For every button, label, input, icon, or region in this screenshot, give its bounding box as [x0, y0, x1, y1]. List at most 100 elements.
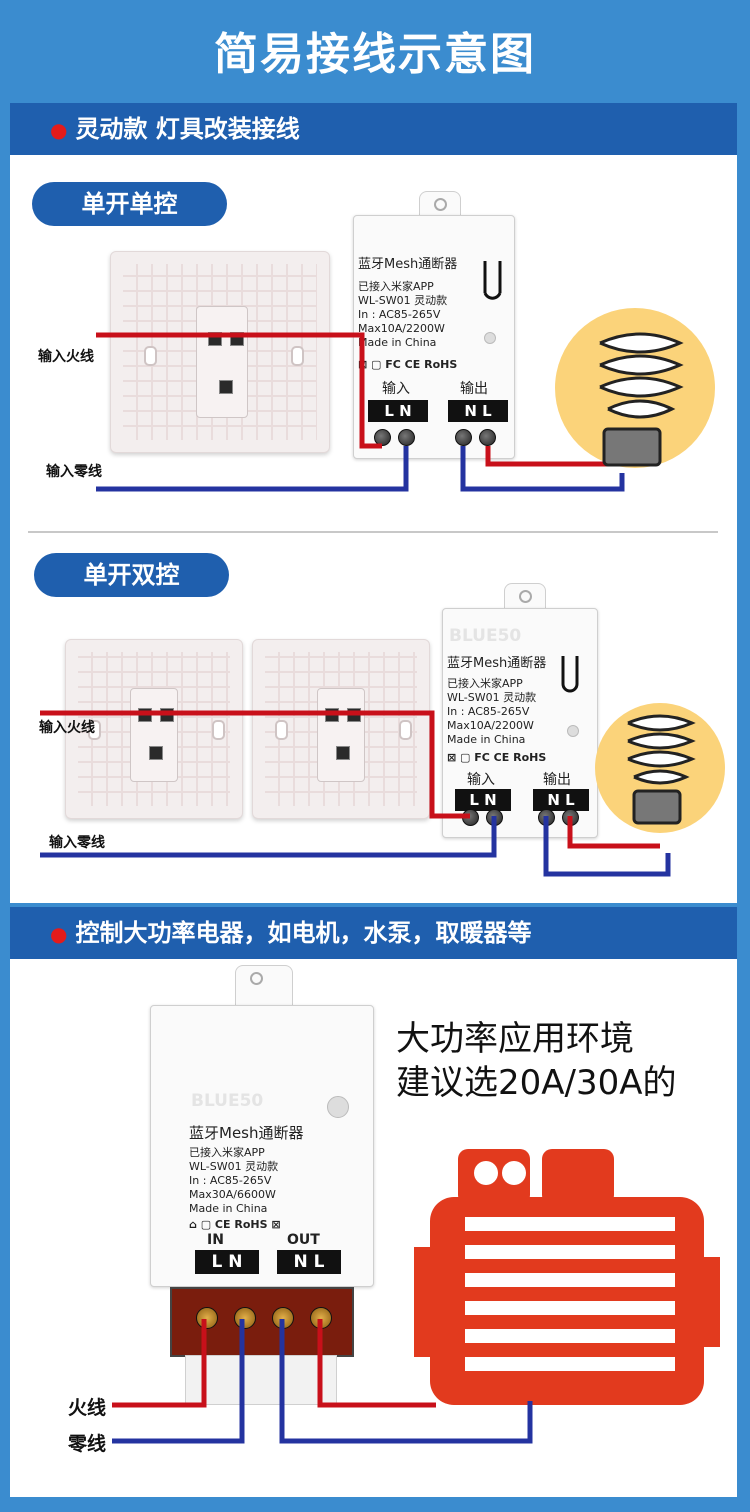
switch-terminal: [336, 746, 350, 760]
output-label: 输出: [543, 772, 571, 788]
mount-hole: [291, 346, 304, 366]
neutral-wire-out: [460, 446, 625, 492]
recommendation-line2: 建议选20A/30A的: [396, 1063, 677, 1103]
module-spec: 已接入米家APP: [447, 677, 523, 690]
recommendation-line1: 大功率应用环境: [396, 1019, 634, 1059]
module-certs: ⊠ ▢ FC CE RoHS: [447, 751, 547, 764]
section-bar-high-power: ● 控制大功率电器，如电机，水泵，取暖器等: [10, 907, 737, 959]
module-spec: WL-SW01 灵动款: [358, 294, 448, 307]
switch-terminal: [219, 380, 233, 394]
live-wire-out: [317, 1319, 436, 1408]
neutral-wire: [40, 816, 497, 858]
module-spec: In : AC85-265V: [189, 1174, 272, 1187]
pill-single-control: 单开单控: [32, 182, 227, 226]
bullet-icon: ●: [50, 922, 68, 946]
fire-wire-label: 输入火线: [39, 720, 95, 736]
neutral-wire: [112, 1319, 245, 1444]
module-spec: 已接入米家APP: [358, 280, 434, 293]
module-small-single: 蓝牙Mesh通断器 已接入米家APP WL-SW01 灵动款 In : AC85…: [353, 215, 515, 459]
terminal-screw: [374, 429, 391, 446]
module-small-double: BLUE50 蓝牙Mesh通断器 已接入米家APP WL-SW01 灵动款 In…: [442, 608, 598, 838]
module-name: 蓝牙Mesh通断器: [189, 1124, 304, 1142]
live-wire: [96, 332, 382, 449]
module-spec: WL-SW01 灵动款: [447, 691, 537, 704]
live-wire: [112, 1319, 207, 1408]
neutral-wire-label: 零线: [68, 1433, 107, 1455]
wiring-high-power: [112, 1149, 720, 1444]
bulb-icon: [599, 332, 684, 467]
mount-hole: [399, 720, 412, 740]
switch-rocker: [317, 688, 365, 782]
status-led: [327, 1096, 349, 1118]
bulb-icon: [627, 714, 696, 825]
output-terminal-label: N L: [277, 1250, 341, 1274]
module-certs: ⌂ ▢ CE RoHS ⊠: [189, 1218, 281, 1231]
mount-hole: [144, 346, 157, 366]
module-spec: In : AC85-265V: [358, 308, 441, 321]
module-spec: WL-SW01 灵动款: [189, 1160, 279, 1173]
module-certs: ⊠ ▢ FC CE RoHS: [358, 358, 458, 371]
module-mount-tab: [504, 583, 546, 610]
live-wire: [40, 710, 470, 819]
live-wire-out: [567, 816, 660, 849]
neutral-wire: [96, 446, 409, 492]
neutral-wire-out: [543, 816, 671, 877]
power-symbol-icon: [483, 261, 502, 300]
module-spec: Made in China: [358, 336, 437, 349]
input-terminal-label: L N: [368, 400, 428, 422]
output-label: 输出: [460, 381, 488, 397]
mount-hole: [212, 720, 225, 740]
module-name: 蓝牙Mesh通断器: [447, 656, 547, 671]
mount-hole: [88, 720, 101, 740]
status-led: [567, 725, 579, 737]
module-mount-tab: [235, 965, 293, 1006]
input-label: IN: [207, 1232, 224, 1248]
module-spec: 已接入米家APP: [189, 1146, 265, 1159]
high-power-panel: ● 控制大功率电器，如电机，水泵，取暖器等 BLUE50 蓝牙Mesh通断器 已接…: [10, 907, 737, 1497]
mount-hole: [275, 720, 288, 740]
module-spec: Max10A/2200W: [358, 322, 445, 335]
page-title: 简易接线示意图: [214, 29, 536, 80]
output-label: OUT: [287, 1232, 320, 1248]
input-label: 输入: [467, 772, 495, 788]
input-terminal-label: L N: [195, 1250, 259, 1274]
terminal-screw: [455, 429, 472, 446]
module-spec: Made in China: [189, 1202, 268, 1215]
module-base: [185, 1355, 337, 1405]
fire-wire-label: 火线: [68, 1397, 107, 1419]
neutral-wire-label: 输入零线: [46, 464, 102, 480]
wiring-lighting: [40, 261, 696, 877]
neutral-wire-label: 输入零线: [49, 835, 105, 851]
section-divider: [28, 531, 718, 533]
module-watermark: BLUE50: [449, 626, 522, 646]
input-label: 输入: [382, 381, 410, 397]
section-bar-lighting: ● 灵动款 灯具改装接线: [10, 103, 737, 155]
terminal-screw: [398, 429, 415, 446]
wall-switch-single: [110, 251, 330, 453]
status-led: [484, 332, 496, 344]
lighting-panel: ● 灵动款 灯具改装接线 单开单控 蓝牙Mesh通断器 已接入米家APP WL-S…: [10, 103, 737, 903]
output-terminal-label: N L: [448, 400, 508, 422]
input-terminal-label: L N: [455, 789, 511, 811]
pill-double-control: 单开双控: [34, 553, 229, 597]
terminal-screw: [479, 429, 496, 446]
module-spec: In : AC85-265V: [447, 705, 530, 718]
power-symbol-icon: [561, 656, 579, 693]
switch-terminal: [149, 746, 163, 760]
module-spec: Max30A/6600W: [189, 1188, 276, 1201]
live-wire-out: [485, 446, 614, 467]
module-name: 蓝牙Mesh通断器: [358, 257, 458, 272]
output-terminal-label: N L: [533, 789, 589, 811]
section-title-lighting: 灵动款 灯具改装接线: [75, 115, 300, 143]
bullet-icon: ●: [50, 118, 68, 142]
module-big: BLUE50 蓝牙Mesh通断器 已接入米家APP WL-SW01 灵动款 In…: [150, 1005, 374, 1287]
motor-icon: [414, 1149, 720, 1405]
wall-switch-double-a: [65, 639, 243, 819]
module-watermark: BLUE50: [191, 1091, 264, 1111]
module-spec: Max10A/2200W: [447, 719, 534, 732]
switch-rocker: [196, 306, 248, 418]
fire-wire-label: 输入火线: [38, 349, 94, 365]
module-spec: Made in China: [447, 733, 526, 746]
neutral-wire-out: [279, 1319, 533, 1444]
section-title-high-power: 控制大功率电器，如电机，水泵，取暖器等: [75, 919, 532, 947]
